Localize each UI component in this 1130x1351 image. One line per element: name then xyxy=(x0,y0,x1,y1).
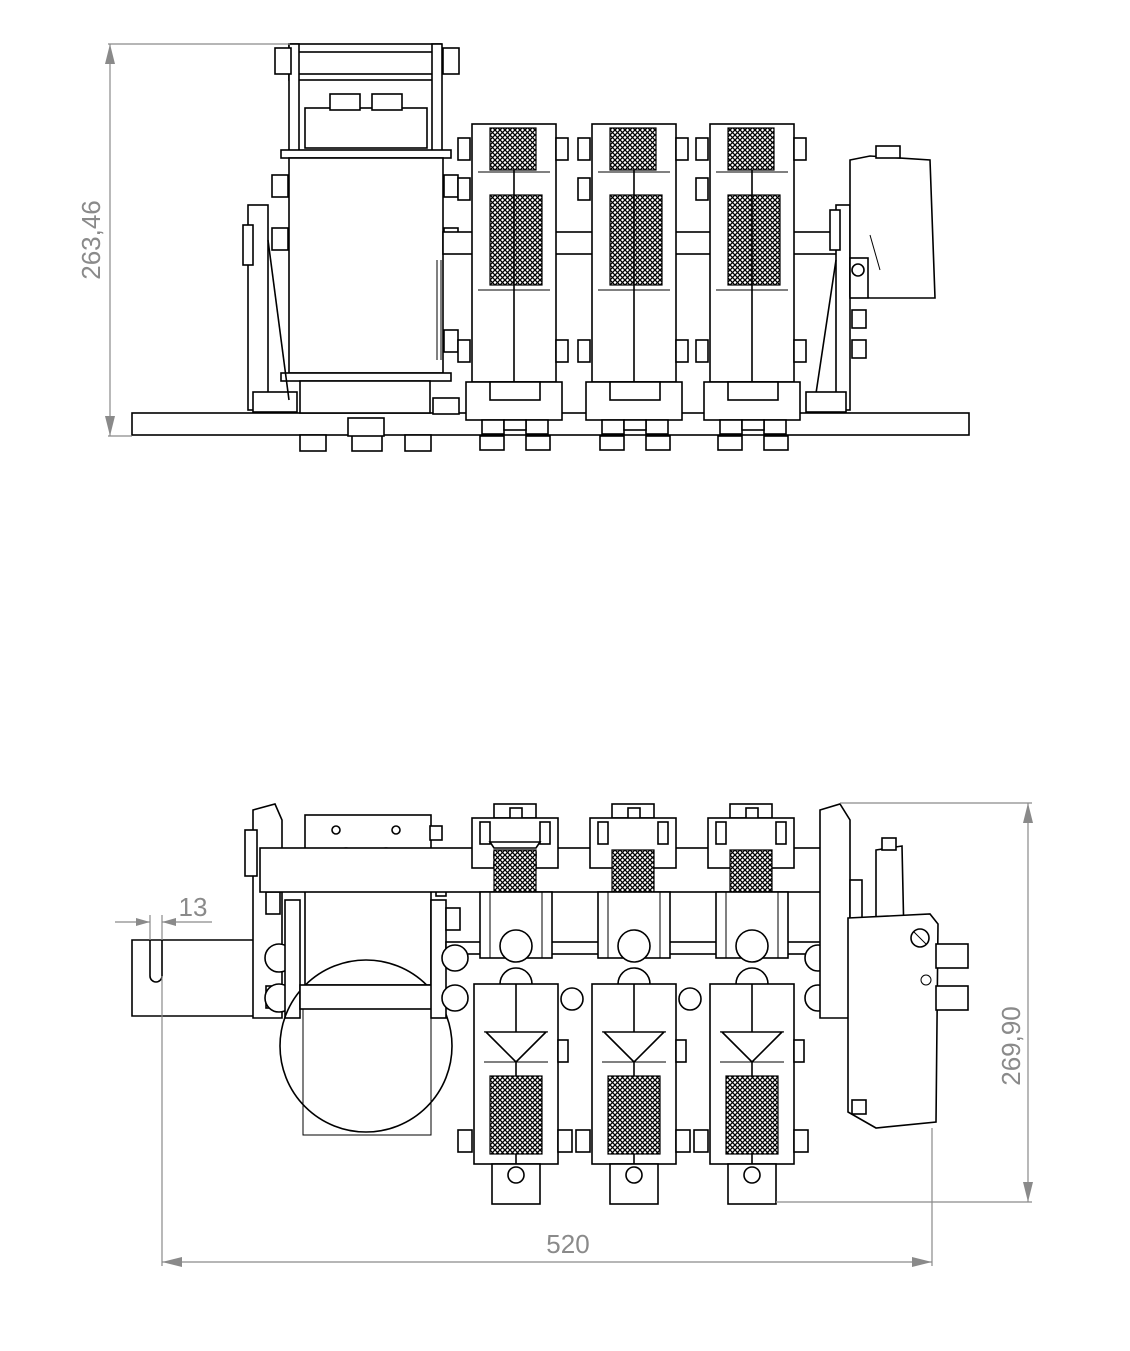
pole-plan-2 xyxy=(575,803,691,1205)
plan-view xyxy=(131,803,969,1205)
drive-mechanism-side xyxy=(242,43,460,415)
height-dimension-bottom xyxy=(776,802,1033,1203)
slot-offset-label: 13 xyxy=(179,892,208,922)
height-dimension-top xyxy=(105,43,290,437)
pole-side-3 xyxy=(695,123,807,451)
drive-housing-plan xyxy=(279,814,453,1136)
top-height-label: 263,46 xyxy=(76,200,106,280)
pole-plan-1 xyxy=(457,803,573,1205)
auxiliary-block-side xyxy=(805,145,936,413)
mounting-bar xyxy=(131,939,261,1017)
pole-side-2 xyxy=(577,123,689,451)
left-frame-plan xyxy=(244,803,301,1019)
slot-offset-dimension xyxy=(115,915,212,940)
base-bolts xyxy=(299,417,432,452)
bottom-width-label: 520 xyxy=(546,1229,589,1259)
pole-side-1 xyxy=(457,123,569,451)
auxiliary-switch-plan xyxy=(819,803,969,1129)
width-dimension-bottom xyxy=(161,976,933,1267)
pole-plan-3 xyxy=(693,803,809,1205)
bottom-height-label: 269,90 xyxy=(996,1006,1026,1086)
side-elevation-view xyxy=(131,43,970,452)
